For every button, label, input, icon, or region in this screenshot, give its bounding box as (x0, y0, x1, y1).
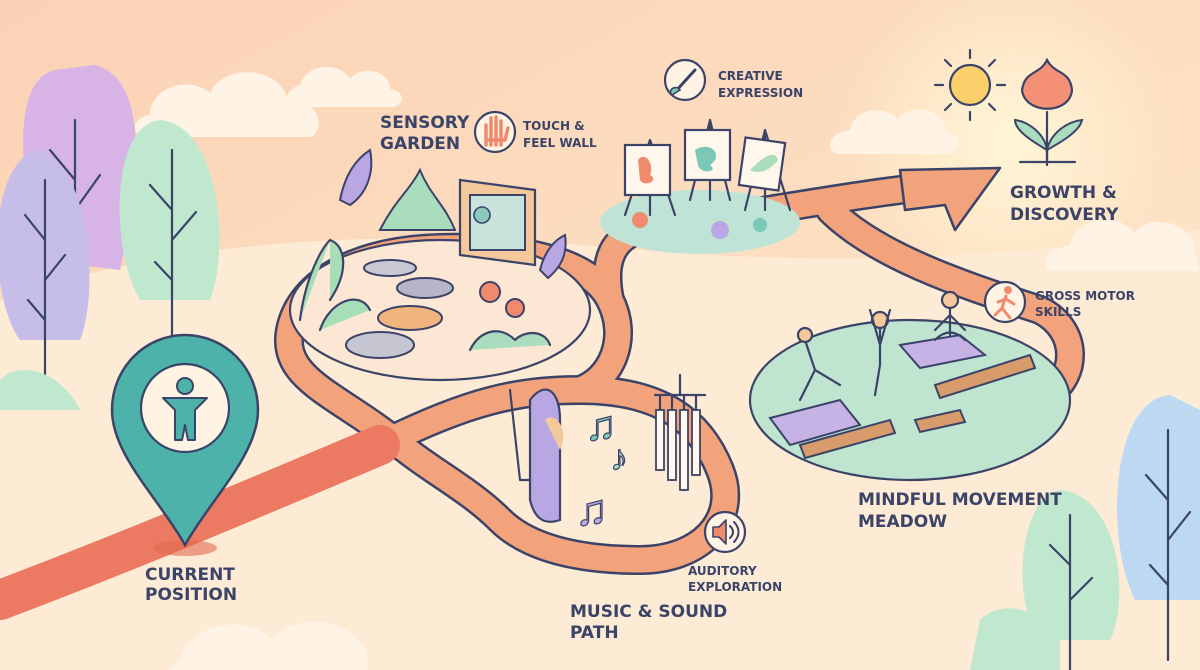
current-position-line1: CURRENT (145, 565, 235, 585)
label-auditory: AUDITORY EXPLORATION (688, 564, 782, 594)
mindful-meadow-area (748, 290, 1072, 482)
left-trees (0, 65, 220, 410)
right-trees (970, 395, 1200, 670)
label-growth-discovery: GROWTH & DISCOVERY (1010, 183, 1119, 225)
label-touch-feel-wall: TOUCH & FEEL WALL (523, 119, 597, 150)
clouds (135, 66, 1200, 670)
label-gross-motor: GROSS MOTOR SKILLS (1035, 289, 1135, 319)
creative-line1: CREATIVE (718, 69, 783, 83)
growth-line1: GROWTH & (1010, 183, 1117, 203)
person-pin-icon[interactable] (110, 333, 260, 556)
sensory-garden-line2: GARDEN (380, 134, 460, 154)
hand-icon[interactable] (473, 110, 517, 154)
music-instruments: ♫ ♪ ♫ (508, 373, 707, 536)
label-music-path: MUSIC & SOUND PATH (570, 602, 727, 643)
sun-icon (933, 48, 1007, 122)
svg-text:♫: ♫ (575, 486, 608, 535)
auditory-line2: EXPLORATION (688, 580, 782, 594)
creative-line2: EXPRESSION (718, 86, 803, 100)
growth-arrow (898, 166, 1002, 232)
svg-text:♫: ♫ (585, 402, 617, 449)
runner-icon[interactable] (983, 280, 1027, 324)
paintbrush-icon[interactable] (663, 58, 707, 102)
label-creative-expression: CREATIVE EXPRESSION (718, 69, 803, 100)
meadow-line2: MEADOW (858, 512, 947, 532)
sensory-garden-line1: SENSORY (380, 113, 470, 133)
gross-motor-line2: SKILLS (1035, 305, 1081, 319)
current-position-line2: POSITION (145, 585, 237, 605)
music-line1: MUSIC & SOUND (570, 602, 727, 622)
label-current-position: CURRENT POSITION (145, 565, 237, 605)
touch-feel-line2: FEEL WALL (523, 136, 597, 150)
speaker-icon[interactable] (703, 510, 747, 554)
sensory-garden-area (288, 148, 592, 382)
label-mindful-meadow: MINDFUL MOVEMENT MEADOW (858, 490, 1062, 532)
auditory-line1: AUDITORY (688, 564, 757, 578)
meadow-line1: MINDFUL MOVEMENT (858, 490, 1062, 510)
creative-easels (600, 118, 800, 254)
music-line2: PATH (570, 623, 619, 643)
svg-text:♪: ♪ (610, 437, 628, 478)
label-sensory-garden: SENSORY GARDEN (380, 113, 470, 154)
gross-motor-line1: GROSS MOTOR (1035, 289, 1135, 303)
touch-feel-line1: TOUCH & (523, 119, 585, 133)
growth-line2: DISCOVERY (1010, 205, 1119, 225)
tulip-icon (1013, 57, 1084, 167)
